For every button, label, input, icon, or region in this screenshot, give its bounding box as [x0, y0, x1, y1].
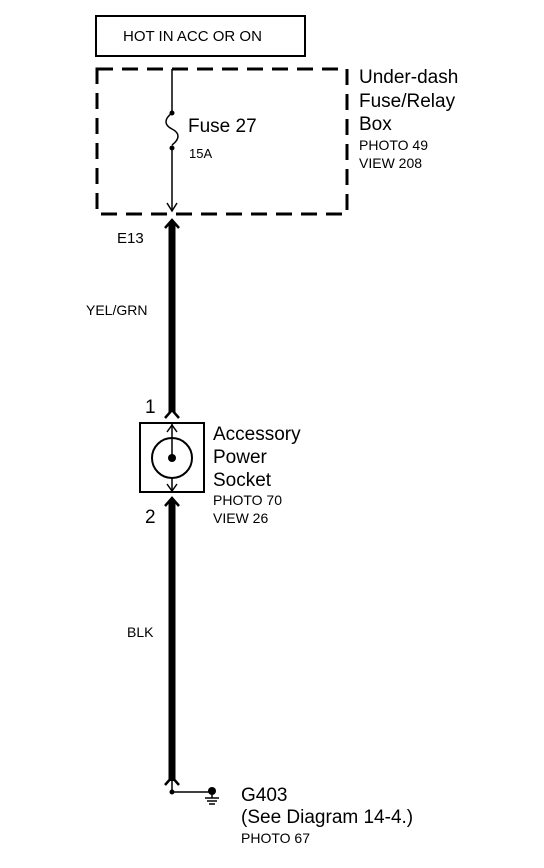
socket-arrow-down — [166, 483, 178, 493]
fuse-box-photo: PHOTO 49 — [359, 137, 428, 153]
socket-pin-2-label: 2 — [145, 507, 156, 528]
socket-name-line3: Socket — [213, 470, 272, 491]
socket-center-contact — [168, 454, 176, 462]
ground-icon — [205, 795, 219, 805]
socket-photo: PHOTO 70 — [213, 492, 282, 508]
fuse-box-name-line1: Under-dash — [359, 67, 459, 88]
connector-e13-label: E13 — [117, 230, 144, 247]
ground-connector-symbol — [164, 775, 180, 786]
socket-pin-1-label: 1 — [145, 397, 156, 418]
ground-photo: PHOTO 67 — [241, 830, 310, 846]
fuse-box-name-line3: Box — [359, 114, 392, 135]
ground-id: G403 — [241, 785, 288, 806]
power-source-box — [95, 15, 306, 57]
socket-name-line1: Accessory — [213, 424, 301, 445]
ground-reference: (See Diagram 14-4.) — [241, 807, 414, 828]
fuse-box-view: VIEW 208 — [359, 155, 423, 171]
connector-pin-2-symbol — [164, 496, 180, 507]
socket-view: VIEW 26 — [213, 510, 269, 526]
fuse-box-name-line2: Fuse/Relay — [359, 91, 456, 112]
fuse-box-outline — [95, 67, 349, 216]
fuse-name: Fuse 27 — [188, 116, 257, 137]
fuse-box-output-arrow — [166, 202, 178, 213]
connector-pin-1-symbol — [164, 408, 180, 419]
connector-e13-symbol — [164, 218, 180, 229]
wire-blk-label: BLK — [127, 624, 154, 640]
socket-name-line2: Power — [213, 447, 267, 468]
wire-yel-grn-label: YEL/GRN — [86, 302, 148, 318]
power-source-label: HOT IN ACC OR ON — [123, 28, 262, 45]
ground-point-dot — [208, 787, 216, 795]
socket-arrow-up — [166, 423, 178, 433]
fuse-symbol — [165, 112, 179, 146]
fuse-rating: 15A — [189, 146, 213, 161]
